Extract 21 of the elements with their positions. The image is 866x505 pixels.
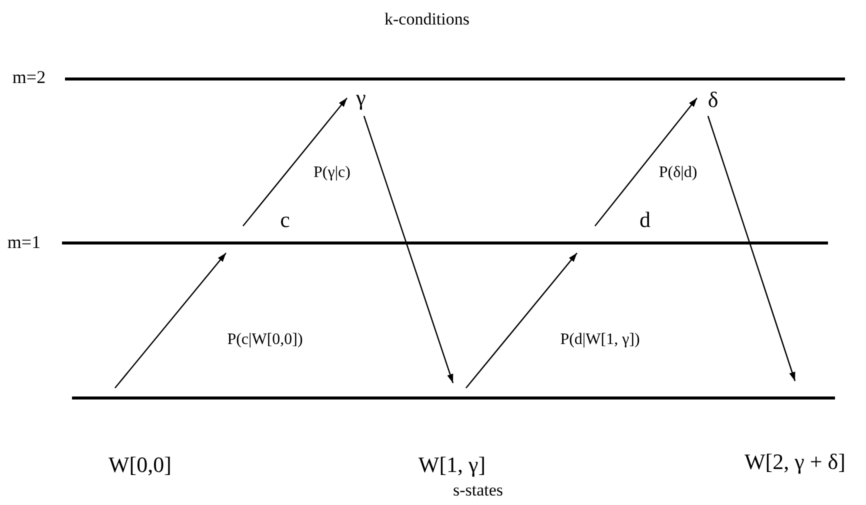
- state-label: W[1, γ]: [418, 454, 486, 476]
- edge-label: P(δ|d): [658, 164, 698, 182]
- state-label: γ: [356, 87, 366, 109]
- edge-label: P(d|W[1, γ]): [559, 331, 641, 349]
- state-label: W[2, γ + δ]: [744, 451, 846, 473]
- caption: s-states: [452, 482, 504, 498]
- level-label: m=1: [7, 233, 41, 251]
- state-label: δ: [708, 89, 718, 111]
- arrow: [114, 252, 226, 388]
- arrow: [466, 252, 578, 388]
- level-label: m=2: [12, 68, 46, 86]
- arrow: [242, 98, 348, 226]
- edge-label: P(c|W[0,0]): [226, 331, 304, 349]
- arrow: [594, 98, 698, 226]
- arrow: [707, 116, 796, 382]
- arrow: [363, 116, 454, 384]
- state-label: c: [280, 209, 290, 231]
- edge-label: P(γ|c): [312, 164, 352, 182]
- title: k-conditions: [384, 10, 470, 28]
- state-label: d: [640, 209, 650, 231]
- state-label: W[0,0]: [108, 454, 172, 476]
